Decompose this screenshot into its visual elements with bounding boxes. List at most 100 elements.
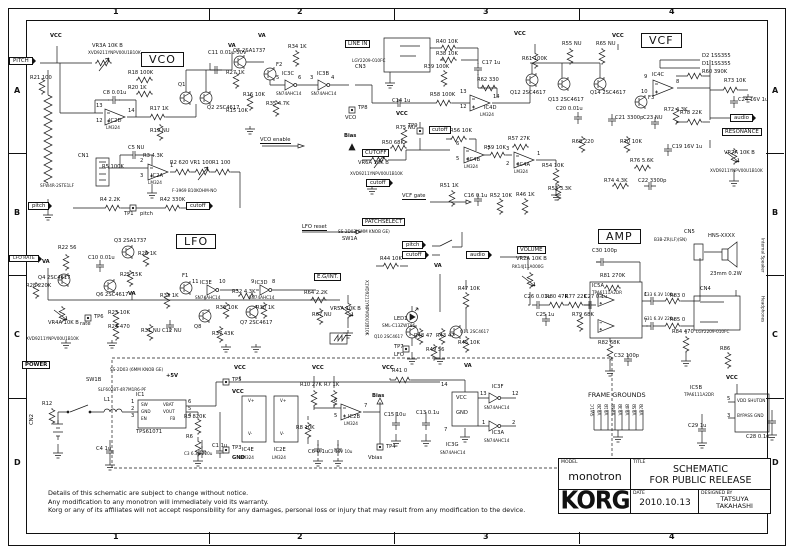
component-label: LM324 [514,169,528,174]
component-label: R55 NU [562,41,582,47]
component-label: C1 1u [212,443,228,449]
component-label: IC3E [200,280,212,286]
component-label: V- [248,431,253,436]
component-label: LM324 [106,125,120,130]
component-label: TP9 [408,123,418,129]
component-label: R85 0 [670,317,686,323]
zone-row: B [14,208,21,217]
component-label: C2 16V 10u [328,449,353,454]
component-label: R57 27K [508,136,530,142]
component-label: C28 0.1u [746,434,770,440]
vcc-label: VCC [312,365,324,371]
component-label: 23mm 0.2W [710,271,742,277]
component-label: C4 1u [96,446,112,452]
designer-line2: TAKAHASHI [716,502,753,511]
component-label: R65 NU [596,41,616,47]
pin-number: 11 [192,279,199,285]
component-label: Q1 [178,82,186,88]
component-label: FB [170,416,176,421]
component-label: IC4B [468,157,481,163]
section-label-power: POWER [22,361,51,369]
component-label: R4 2.2K [100,197,121,203]
pin-number: 14 [441,382,448,388]
pin-number: 2 [140,158,144,164]
frame-ground-label: VR6B [611,404,616,416]
component-label: C33 6.3V 100u [644,292,676,297]
component-label: C16 0.1u [464,193,488,199]
component-label: TP1 [124,211,134,217]
component-label: IC3G [446,442,459,448]
pin-number: 4 [331,75,335,81]
pin-number: 13 [96,103,103,109]
component-label: R3 820K [184,414,206,420]
note-line: Details of this schematic are subject to… [48,489,249,497]
component-label: SW [141,402,148,407]
pin-number: 2 [506,161,510,167]
component-label: F3 [648,95,655,101]
component-label: IC4C [652,72,665,78]
frame-ground-label: SW1C [590,404,595,417]
component-label: IC3F [492,384,504,390]
component-label: VDD SHUTDN [737,398,766,403]
vcc-label: VCC [382,365,394,371]
zone-col: 2 [297,532,303,541]
pin-number: 6 [456,141,460,147]
component-label: SW1A [342,236,358,242]
component-label: R44 10K [380,256,402,262]
date-field-label: DATE [633,491,645,496]
pin-number: 3 [506,146,510,152]
component-label: C29 1u [688,423,707,429]
component-label: CN4 [700,286,711,292]
vcc-label: VCC [726,375,738,381]
component-label: R51 1K [440,183,459,189]
cutoff-flag: cutoff [366,179,392,187]
component-label: R47 10K [458,286,480,292]
va-label: VA [258,33,266,39]
component-label: HNS-XXXX [708,233,735,239]
component-label: Q14 2SC4617 [590,90,626,96]
component-label: R21 100 [30,75,52,81]
title-line1: SCHEMATIC [672,464,728,475]
pin-number: 12 [96,118,103,124]
pin-number: 5 [334,413,338,419]
component-label: R40 10K [436,39,458,45]
component-label: SN74AHC14 [484,405,510,410]
component-label: VR1 100 [190,160,213,166]
component-label: CN2 [29,414,35,425]
component-label: V- [280,431,285,436]
zone-col: 1 [113,532,119,541]
frame-ground-label: VR2B [597,404,602,416]
patch-select-label: PATCHSELECT [362,218,406,226]
pin-number: 5 [188,406,192,412]
component-label: R3 4.3K [143,153,164,159]
component-label: R24 470 [108,324,130,330]
component-label: Q4 2SC4617 [38,275,71,281]
component-label: R35 4.7K [266,101,290,107]
va-label: VA [434,263,442,269]
korg-logo: KORG [560,486,631,516]
pin-number: 14 [493,94,500,100]
component-label: VR7A 10K B [724,150,755,156]
component-label: CN3 [355,64,366,70]
cutoff-flag: cutoff [402,251,428,259]
component-label: LM324 [240,455,254,460]
component-label: R19 NU [150,128,170,134]
frame-ground-label: VR4B [625,404,630,416]
component-label: R36 10K [216,305,238,311]
va-label: VA [464,363,472,369]
lfo-rate-flag: LFO RATE [9,254,42,263]
component-label: VR6A 10K B [358,160,389,166]
pin-number: 5 [456,156,460,162]
component-label: LM324 [344,421,358,426]
component-label: R42 330K [160,197,186,203]
component-label: C32 100p [614,353,640,359]
zone-col: 3 [483,532,489,541]
zone-row: C [14,330,20,339]
frame-ground-label: VR5B [632,404,637,416]
zone-row: D [772,458,779,467]
audio-flag: audio [466,251,492,259]
component-label: SN74AHC14 [484,438,510,443]
component-label: R53 3.3K [548,186,572,192]
component-label: CN5 [684,229,695,235]
component-label: C27 0.1u [584,294,608,300]
